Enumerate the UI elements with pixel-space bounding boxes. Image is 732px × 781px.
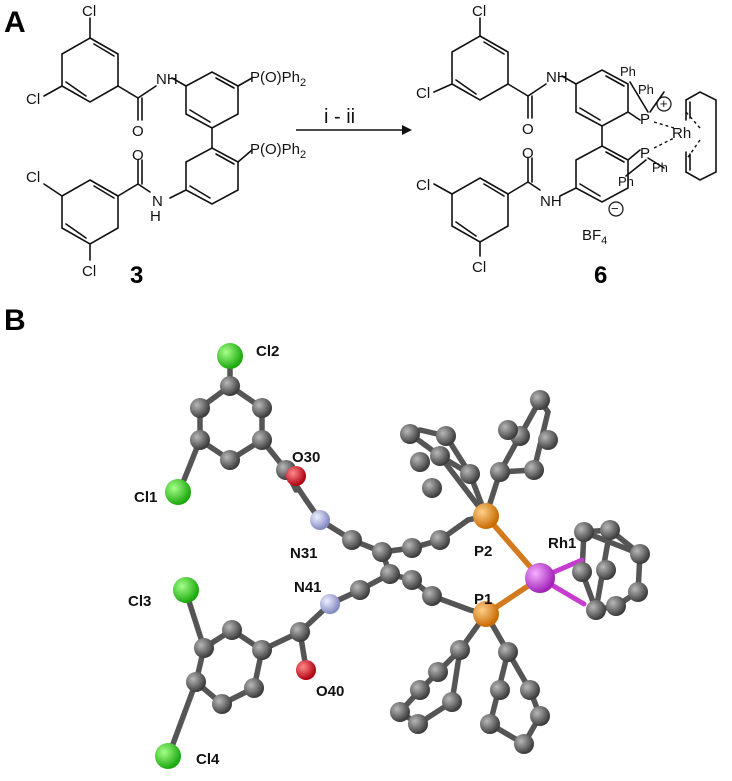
atom-ph: Ph bbox=[638, 82, 654, 97]
panel-a-letter: A bbox=[4, 6, 26, 39]
panel-b-letter: B bbox=[4, 304, 26, 337]
atom-p-lower: P bbox=[640, 145, 650, 162]
atom-ph: Ph bbox=[618, 174, 634, 189]
atom-cl: Cl bbox=[82, 3, 96, 20]
chlorine-atom-cl4 bbox=[155, 743, 181, 769]
nitrogen-atom-n31 bbox=[310, 510, 330, 530]
atom-nh: NH bbox=[546, 69, 568, 86]
atom-o: O bbox=[522, 145, 534, 162]
label-p2: P2 bbox=[474, 543, 492, 560]
label-rh1: Rh1 bbox=[548, 535, 576, 552]
atom-nh: NH bbox=[156, 71, 178, 88]
label-cl1: Cl1 bbox=[134, 489, 157, 506]
product-atom-labels: Cl Cl O NH Ph Ph P P Rh + Ph Ph O NH Cl … bbox=[416, 3, 691, 276]
atom-cl: Cl bbox=[26, 91, 40, 108]
atom-ph: Ph bbox=[652, 160, 668, 175]
label-cl3: Cl3 bbox=[128, 593, 151, 610]
atom-o: O bbox=[132, 123, 144, 140]
reactant-atom-labels: Cl Cl O NH P(O)Ph2 P(O)Ph2 O N H Cl Cl bbox=[26, 3, 306, 280]
chlorine-atom-cl1 bbox=[165, 479, 191, 505]
label-o40: O40 bbox=[316, 683, 344, 700]
label-o30: O30 bbox=[292, 449, 320, 466]
reaction-arrow bbox=[296, 125, 412, 135]
label-n41: N41 bbox=[294, 579, 322, 596]
crystal-structure bbox=[155, 343, 650, 769]
rhodium-atom-rh1 bbox=[525, 563, 555, 593]
phosphorus-atom-p2 bbox=[473, 503, 499, 529]
product-structure bbox=[433, 17, 717, 257]
product-label: 6 bbox=[594, 262, 607, 289]
label-cl4: Cl4 bbox=[196, 751, 220, 768]
atom-n: N bbox=[152, 193, 163, 210]
label-n31: N31 bbox=[290, 545, 318, 562]
reactant-structure bbox=[43, 17, 253, 261]
atom-o: O bbox=[522, 121, 534, 138]
atom-ph: Ph bbox=[620, 64, 636, 79]
atom-cl: Cl bbox=[472, 3, 486, 20]
atom-cl: Cl bbox=[26, 169, 40, 186]
reagents-label: i - ii bbox=[324, 106, 355, 128]
phosphine-oxide-upper: P(O)Ph2 bbox=[250, 69, 306, 89]
nitrogen-atom-n41 bbox=[320, 594, 340, 614]
atom-h: H bbox=[150, 208, 161, 225]
label-cl2: Cl2 bbox=[256, 343, 279, 360]
atom-p-upper: P bbox=[640, 111, 650, 128]
atom-cl: Cl bbox=[416, 85, 430, 102]
counterion: BF4 bbox=[582, 227, 607, 247]
label-p1: P1 bbox=[474, 591, 492, 608]
phosphorus-atom-p1 bbox=[473, 601, 499, 627]
chlorine-atom-cl2 bbox=[217, 343, 243, 369]
atom-rh: Rh bbox=[672, 125, 691, 142]
oxygen-atom-o30 bbox=[286, 466, 306, 486]
charge-plus: + bbox=[660, 96, 668, 111]
oxygen-atom-o40 bbox=[296, 660, 316, 680]
charge-minus: − bbox=[611, 201, 619, 216]
atom-o: O bbox=[132, 147, 144, 164]
reactant-label: 3 bbox=[130, 262, 143, 289]
chlorine-atom-cl3 bbox=[173, 577, 199, 603]
atom-cl: Cl bbox=[82, 263, 96, 280]
atom-nh: NH bbox=[540, 193, 562, 210]
atom-cl: Cl bbox=[472, 259, 486, 276]
phosphine-oxide-lower: P(O)Ph2 bbox=[250, 141, 306, 161]
atom-cl: Cl bbox=[416, 177, 430, 194]
carbon-atoms bbox=[186, 376, 650, 754]
